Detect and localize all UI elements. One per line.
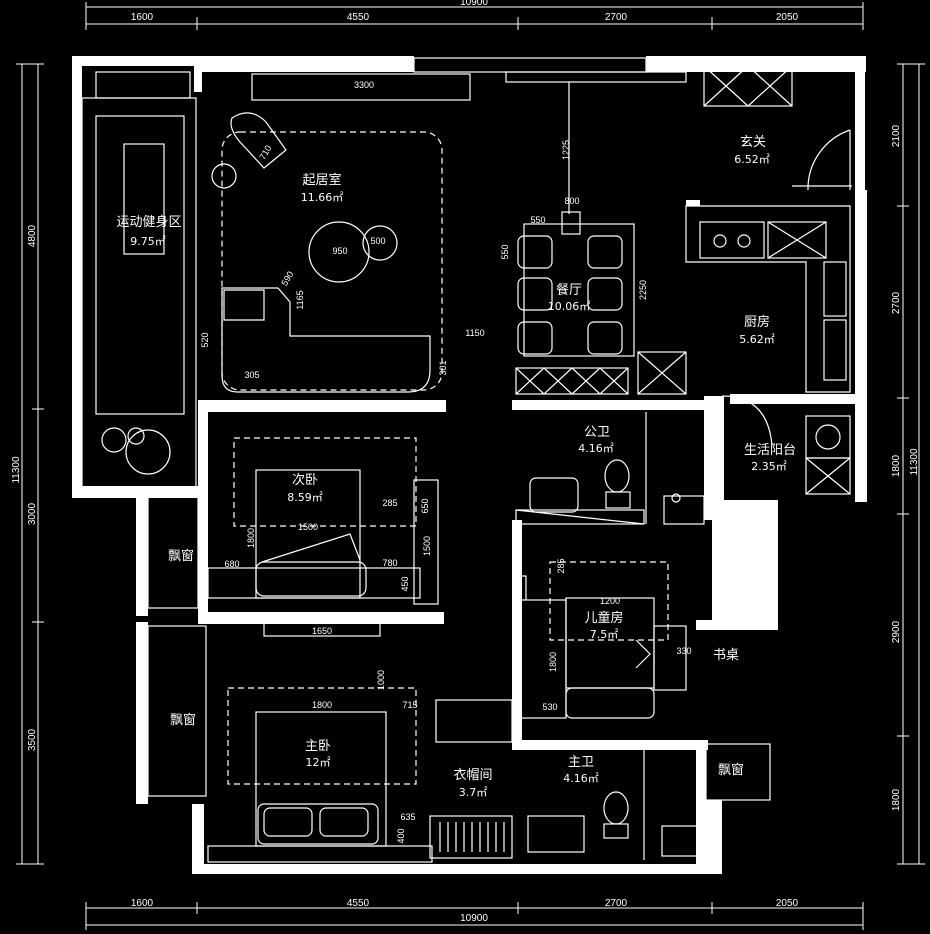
- bottom-dim-4: 2050: [776, 898, 799, 909]
- dim-530: 530: [542, 702, 557, 712]
- public-bath-name: 公卫: [584, 425, 610, 440]
- dim-550-b: 550: [500, 244, 510, 259]
- outlines: [81, 57, 852, 863]
- bay-window-label-1: 飘窗: [168, 548, 194, 564]
- left-dim-3: 3500: [27, 728, 38, 751]
- master-bath-name: 主卫: [568, 755, 594, 770]
- right-dim-5: 1800: [891, 788, 902, 811]
- second-bedroom-area: 8.59㎡: [287, 491, 323, 504]
- entry-area: 6.52㎡: [734, 153, 770, 166]
- dimension-texts: 10900 1600 4550 2700 2050 1600 4550 2700…: [11, 0, 920, 924]
- dim-500: 500: [370, 236, 385, 246]
- closet-area: 3.7㎡: [459, 786, 488, 799]
- dim-305: 305: [244, 370, 259, 380]
- master-bedroom-name: 主卧: [305, 739, 331, 754]
- master-bedroom-area: 12㎡: [306, 756, 331, 769]
- right-dim-2: 2700: [891, 291, 902, 314]
- gym-area: 9.75㎡: [130, 235, 166, 248]
- service-balcony-area: 2.35㎡: [751, 460, 787, 473]
- dim-1200: 1200: [600, 596, 620, 606]
- left-dim-1: 4800: [27, 224, 38, 247]
- living-name: 起居室: [302, 172, 341, 188]
- dim-1500-a: 1500: [298, 522, 318, 532]
- dim-3025: 3025: [316, 400, 336, 410]
- kitchen-name: 厨房: [744, 314, 770, 330]
- bay-window-label-3: 飘窗: [718, 762, 744, 778]
- top-dim-2: 4550: [347, 12, 370, 23]
- top-dim-4: 2050: [776, 12, 799, 23]
- dim-301: 301: [438, 360, 448, 375]
- master-bath-area: 4.16㎡: [563, 772, 599, 785]
- dim-1800-b: 1800: [312, 700, 332, 710]
- room-labels: 玄关 6.52㎡ 起居室 11.66㎡ 运动健身区 9.75㎡ 餐厅 10.06…: [116, 135, 796, 799]
- dining-area: 10.06㎡: [548, 300, 591, 313]
- dim-1225: 1225: [561, 140, 571, 160]
- dim-650: 650: [420, 498, 430, 513]
- right-total-dim: 11300: [909, 448, 920, 476]
- dim-400: 400: [396, 828, 406, 843]
- right-dim-4: 2900: [891, 620, 902, 643]
- gym-name: 运动健身区: [116, 214, 181, 230]
- kids-room-area: 7.5㎡: [590, 628, 619, 641]
- left-dim-2: 3000: [27, 502, 38, 525]
- bay-window-label-2: 飘窗: [170, 712, 196, 728]
- left-total-dim: 11300: [11, 456, 22, 484]
- inner-dimensions: 3300 1225 800 550 550 2250 1150 950 500 …: [200, 80, 692, 844]
- bottom-dim-3: 2700: [605, 898, 628, 909]
- public-bath-area: 4.16㎡: [578, 442, 614, 455]
- dim-680: 680: [224, 559, 239, 569]
- living-area: 11.66㎡: [301, 191, 344, 204]
- desk-label: 书桌: [713, 648, 739, 663]
- dim-715: 715: [402, 700, 417, 710]
- dim-3300: 3300: [354, 80, 374, 90]
- dim-550-a: 550: [530, 215, 545, 225]
- closet-name: 衣帽间: [453, 767, 492, 783]
- dim-1650: 1650: [312, 626, 332, 636]
- right-dim-3: 1800: [891, 454, 902, 477]
- second-bedroom-name: 次卧: [292, 472, 318, 488]
- dim-1000: 1000: [376, 670, 386, 690]
- bottom-dim-1: 1600: [131, 898, 154, 909]
- right-dim-1: 2100: [891, 124, 902, 147]
- dim-1800-c: 1800: [548, 652, 558, 672]
- dim-1500-b: 1500: [422, 536, 432, 556]
- dimension-lines: [16, 2, 925, 930]
- dim-800: 800: [564, 196, 579, 206]
- dim-285-b: 285: [556, 558, 566, 573]
- dim-780: 780: [382, 558, 397, 568]
- bottom-total-dim: 10900: [460, 913, 488, 924]
- dim-1165: 1165: [295, 290, 305, 309]
- dim-450: 450: [400, 576, 410, 591]
- kitchen-area: 5.62㎡: [739, 333, 775, 346]
- kids-room-name: 儿童房: [584, 610, 623, 626]
- entry-name: 玄关: [740, 135, 766, 150]
- dim-635: 635: [400, 812, 415, 822]
- dim-950: 950: [332, 246, 347, 256]
- walls: [72, 56, 867, 874]
- dim-285: 285: [382, 498, 397, 508]
- dim-1150: 1150: [465, 328, 484, 338]
- bottom-dim-2: 4550: [347, 898, 370, 909]
- dining-name: 餐厅: [556, 282, 582, 298]
- top-dim-3: 2700: [605, 12, 628, 23]
- top-dim-1: 1600: [131, 12, 154, 23]
- top-total-dim: 10900: [460, 0, 488, 8]
- dim-1800-a: 1800: [246, 528, 256, 548]
- dim-2250: 2250: [638, 280, 648, 300]
- dim-520: 520: [200, 332, 210, 347]
- dim-330: 330: [676, 646, 691, 656]
- service-balcony-name: 生活阳台: [744, 443, 796, 458]
